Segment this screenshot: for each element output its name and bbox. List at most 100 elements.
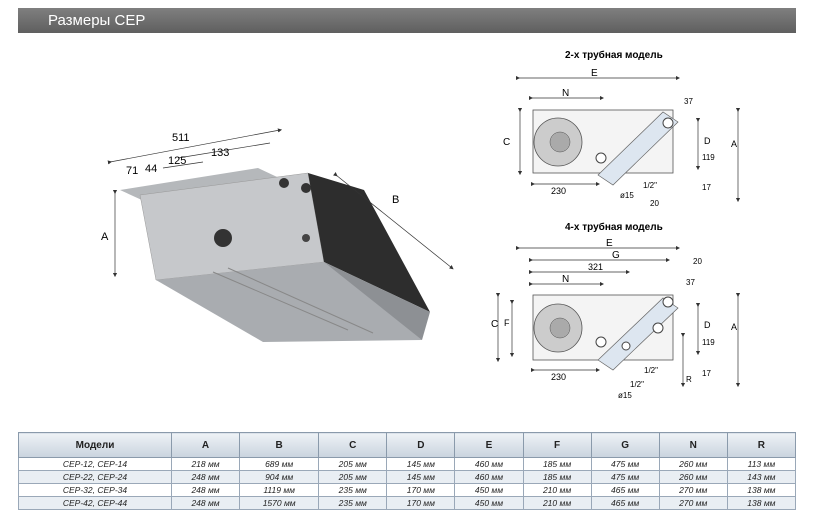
table-row: CEP-22, CEP-24 248 мм 904 мм 205 мм 145 …: [18, 470, 797, 484]
table-cell: 205 мм: [318, 470, 388, 484]
col-header: F: [522, 432, 592, 458]
col-header: R: [726, 432, 797, 458]
table-cell: 689 мм: [239, 457, 320, 471]
dim-A: A: [101, 231, 109, 243]
col-header: E: [454, 432, 524, 458]
dimension-drawings: 511 133 125 44 71 A B 2-х трубная модель…: [18, 40, 796, 430]
dim-71: 71: [126, 165, 138, 177]
col-header: D: [386, 432, 456, 458]
four-pipe-pipe1: 1/2": [644, 366, 658, 375]
col-header: Модели: [18, 432, 172, 458]
two-pipe-230: 230: [551, 186, 566, 196]
col-header: N: [658, 432, 728, 458]
four-pipe-119: 119: [702, 338, 715, 347]
table-cell: 1119 мм: [239, 483, 320, 497]
table-cell: 450 мм: [454, 496, 524, 510]
four-pipe-D: D: [704, 320, 711, 330]
col-header: C: [318, 432, 388, 458]
table-cell: 248 мм: [170, 496, 241, 510]
table-cell: 260 мм: [658, 457, 728, 471]
table-row: CEP-42, CEP-44 248 мм 1570 мм 235 мм 170…: [18, 496, 797, 510]
drawings-svg: 511 133 125 44 71 A B 2-х трубная модель…: [101, 49, 741, 400]
four-pipe-pipe2: 1/2": [630, 380, 644, 389]
table-cell: 475 мм: [590, 457, 660, 471]
table-cell: 260 мм: [658, 470, 728, 484]
dim-133: 133: [211, 147, 229, 159]
four-pipe-230: 230: [551, 372, 566, 382]
table-cell: 138 мм: [726, 496, 797, 510]
two-pipe-119: 119: [702, 153, 715, 162]
four-pipe-37: 37: [686, 278, 695, 287]
table-cell: 145 мм: [386, 470, 456, 484]
table-cell: 248 мм: [170, 470, 241, 484]
dim-44: 44: [145, 163, 157, 175]
table-cell: 210 мм: [522, 483, 592, 497]
two-pipe-D: D: [704, 136, 711, 146]
section-header: Размеры CEP: [18, 8, 796, 33]
table-cell: 138 мм: [726, 483, 797, 497]
table-row: CEP-32, CEP-34 248 мм 1119 мм 235 мм 170…: [18, 483, 797, 497]
two-pipe-C: C: [503, 137, 510, 148]
table-cell: 270 мм: [658, 483, 728, 497]
four-pipe-A: A: [731, 322, 737, 332]
two-pipe-20: 20: [650, 199, 659, 208]
four-pipe-20: 20: [693, 257, 702, 266]
unit-3d-illustration: 511 133 125 44 71 A B: [101, 128, 454, 342]
two-pipe-caption: 2-х трубная модель: [565, 49, 663, 61]
table-cell: 218 мм: [170, 457, 241, 471]
four-pipe-N: N: [562, 274, 569, 285]
dim-511: 511: [172, 132, 190, 144]
table-cell: 450 мм: [454, 483, 524, 497]
col-header: B: [239, 432, 320, 458]
two-pipe-E: E: [591, 68, 598, 79]
two-pipe-pipe: 1/2": [643, 181, 657, 190]
four-pipe-E: E: [606, 238, 613, 249]
four-pipe-C: C: [491, 319, 498, 330]
section-title: Размеры CEP: [48, 12, 146, 29]
dimensions-table: Модели A B C D E F G N R CEP-12, CEP-14 …: [18, 432, 797, 510]
table-cell: 145 мм: [386, 457, 456, 471]
four-pipe-caption: 4-х трубная модель: [565, 221, 663, 233]
four-pipe-R: R: [686, 375, 692, 384]
four-pipe-drawing: 4-х трубная модель E G 321 N C F D A: [491, 221, 741, 400]
table-cell: CEP-12, CEP-14: [18, 457, 172, 471]
table-cell: 185 мм: [522, 457, 592, 471]
four-pipe-G: G: [612, 250, 620, 261]
table-cell: 235 мм: [318, 483, 388, 497]
table-cell: 235 мм: [318, 496, 388, 510]
table-cell: 460 мм: [454, 470, 524, 484]
table-cell: 170 мм: [386, 496, 456, 510]
table-cell: 475 мм: [590, 470, 660, 484]
table-cell: 210 мм: [522, 496, 592, 510]
four-pipe-drain: ø15: [618, 391, 632, 400]
two-pipe-N: N: [562, 88, 569, 99]
four-pipe-F: F: [504, 318, 510, 328]
col-header: A: [170, 432, 241, 458]
table-row: CEP-12, CEP-14 218 мм 689 мм 205 мм 145 …: [18, 457, 797, 471]
two-pipe-drain: ø15: [620, 191, 634, 200]
table-cell: 185 мм: [522, 470, 592, 484]
table-cell: CEP-32, CEP-34: [18, 483, 172, 497]
col-header: G: [590, 432, 660, 458]
two-pipe-A: A: [731, 139, 737, 149]
table-cell: 205 мм: [318, 457, 388, 471]
table-cell: CEP-22, CEP-24: [18, 470, 172, 484]
dim-B: B: [392, 194, 399, 206]
table-cell: CEP-42, CEP-44: [18, 496, 172, 510]
table-header-row: Модели A B C D E F G N R: [18, 432, 797, 458]
table-cell: 460 мм: [454, 457, 524, 471]
two-pipe-drawing: 2-х трубная модель E N C D A 37 119 17 2…: [503, 49, 741, 208]
table-cell: 170 мм: [386, 483, 456, 497]
table-cell: 465 мм: [590, 483, 660, 497]
table-cell: 143 мм: [726, 470, 797, 484]
dim-125: 125: [168, 155, 186, 167]
four-pipe-321: 321: [588, 262, 603, 272]
table-cell: 465 мм: [590, 496, 660, 510]
table-cell: 904 мм: [239, 470, 320, 484]
four-pipe-17: 17: [702, 369, 711, 378]
table-cell: 270 мм: [658, 496, 728, 510]
table-cell: 113 мм: [726, 457, 797, 471]
two-pipe-17: 17: [702, 183, 711, 192]
two-pipe-37: 37: [684, 97, 693, 106]
table-cell: 1570 мм: [239, 496, 320, 510]
